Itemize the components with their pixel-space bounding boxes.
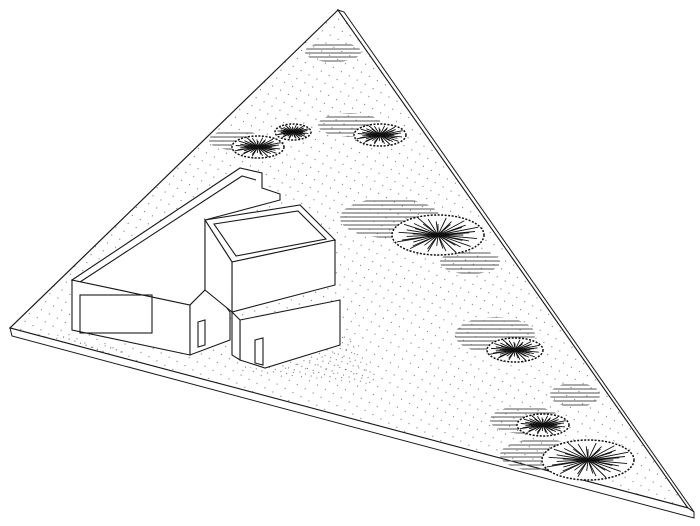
- tree-5: [486, 337, 544, 363]
- door: [254, 337, 264, 366]
- tree-6: [516, 413, 570, 437]
- trees: [231, 123, 635, 481]
- tree-2: [274, 123, 312, 141]
- building: [70, 167, 341, 369]
- tree-7: [541, 439, 635, 481]
- tree-3: [353, 123, 407, 147]
- site-plot: [8, 9, 695, 519]
- tree-1: [231, 135, 285, 159]
- tree-4: [391, 214, 485, 256]
